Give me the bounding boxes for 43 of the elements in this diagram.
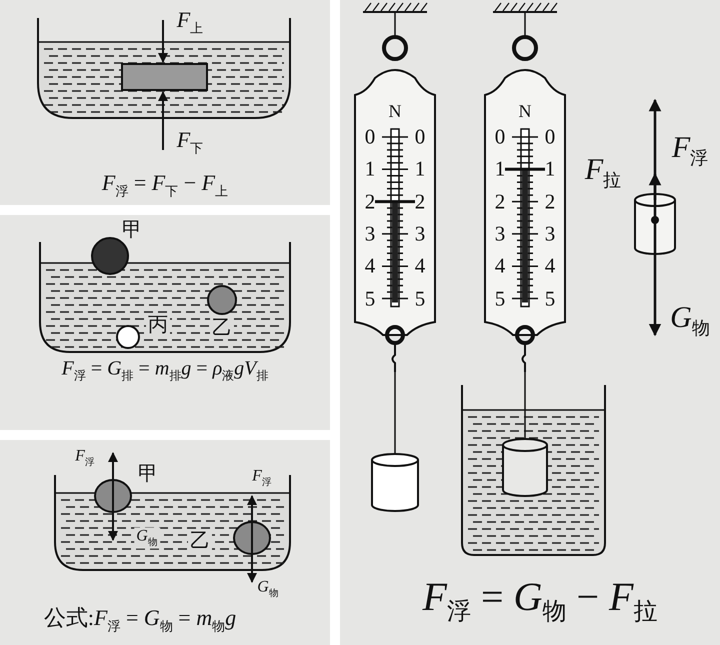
- unit-label: N: [518, 102, 532, 122]
- formula: F$_{浮}$ = G$_{物}$ − F$_{拉}$: [422, 574, 658, 626]
- force-label: F$_{浮}$: [252, 468, 272, 488]
- scale-number: 3: [364, 222, 376, 246]
- scale-number: 1: [544, 158, 556, 181]
- scale-number: 3: [414, 222, 426, 246]
- force-label: F$_{下}$: [176, 128, 204, 156]
- scale-number: 1: [364, 158, 376, 181]
- scale-number: 4: [544, 254, 556, 278]
- scale-number: 5: [544, 286, 556, 310]
- object-label: 甲: [122, 219, 142, 241]
- object-label: 丙: [146, 314, 170, 336]
- unit-label: N: [388, 102, 402, 122]
- formula: 公式:F$_{浮}$ = G$_{物}$ = m$_{物}$g: [44, 606, 236, 634]
- scale-number: 2: [414, 190, 426, 214]
- scale-number: 3: [544, 222, 556, 246]
- scale-number: 4: [494, 254, 506, 278]
- scale-number: 5: [414, 286, 426, 310]
- scale-number: 3: [494, 222, 506, 246]
- force-label: G$_{物}$: [134, 528, 160, 548]
- scale-number: 1: [494, 158, 506, 181]
- force-label: G$_{物}$: [670, 301, 710, 339]
- force-label: G$_{物}$: [257, 578, 279, 600]
- object-label: 甲: [138, 463, 158, 485]
- formula: F$_{浮}$ = F$_{下}$ − F$_{上}$: [102, 171, 228, 199]
- scale-number: 4: [364, 254, 376, 278]
- scale-number: 5: [364, 286, 376, 310]
- scale-number: 1: [414, 158, 426, 181]
- force-label: F$_{浮}$: [672, 131, 708, 169]
- scale-number: 2: [544, 190, 556, 214]
- formula: F$_{浮}$ = G$_{排}$ = m$_{排}$g = ρ$_{液}$gV$_{排}$: [62, 357, 268, 383]
- scale-number: 0: [544, 125, 556, 149]
- force-label: F$_{浮}$: [75, 448, 95, 468]
- scale-number: 5: [494, 286, 506, 310]
- object-label: 乙: [188, 530, 212, 552]
- force-label: F$_{拉}$: [584, 153, 622, 191]
- scale-number: 2: [494, 190, 506, 214]
- scale-number: 0: [364, 125, 376, 149]
- scale-number: 4: [414, 254, 426, 278]
- force-label: F$_{上}$: [176, 8, 204, 36]
- scale-number: 0: [494, 125, 506, 149]
- scale-number: 2: [364, 190, 376, 214]
- scale-number: 0: [414, 125, 426, 149]
